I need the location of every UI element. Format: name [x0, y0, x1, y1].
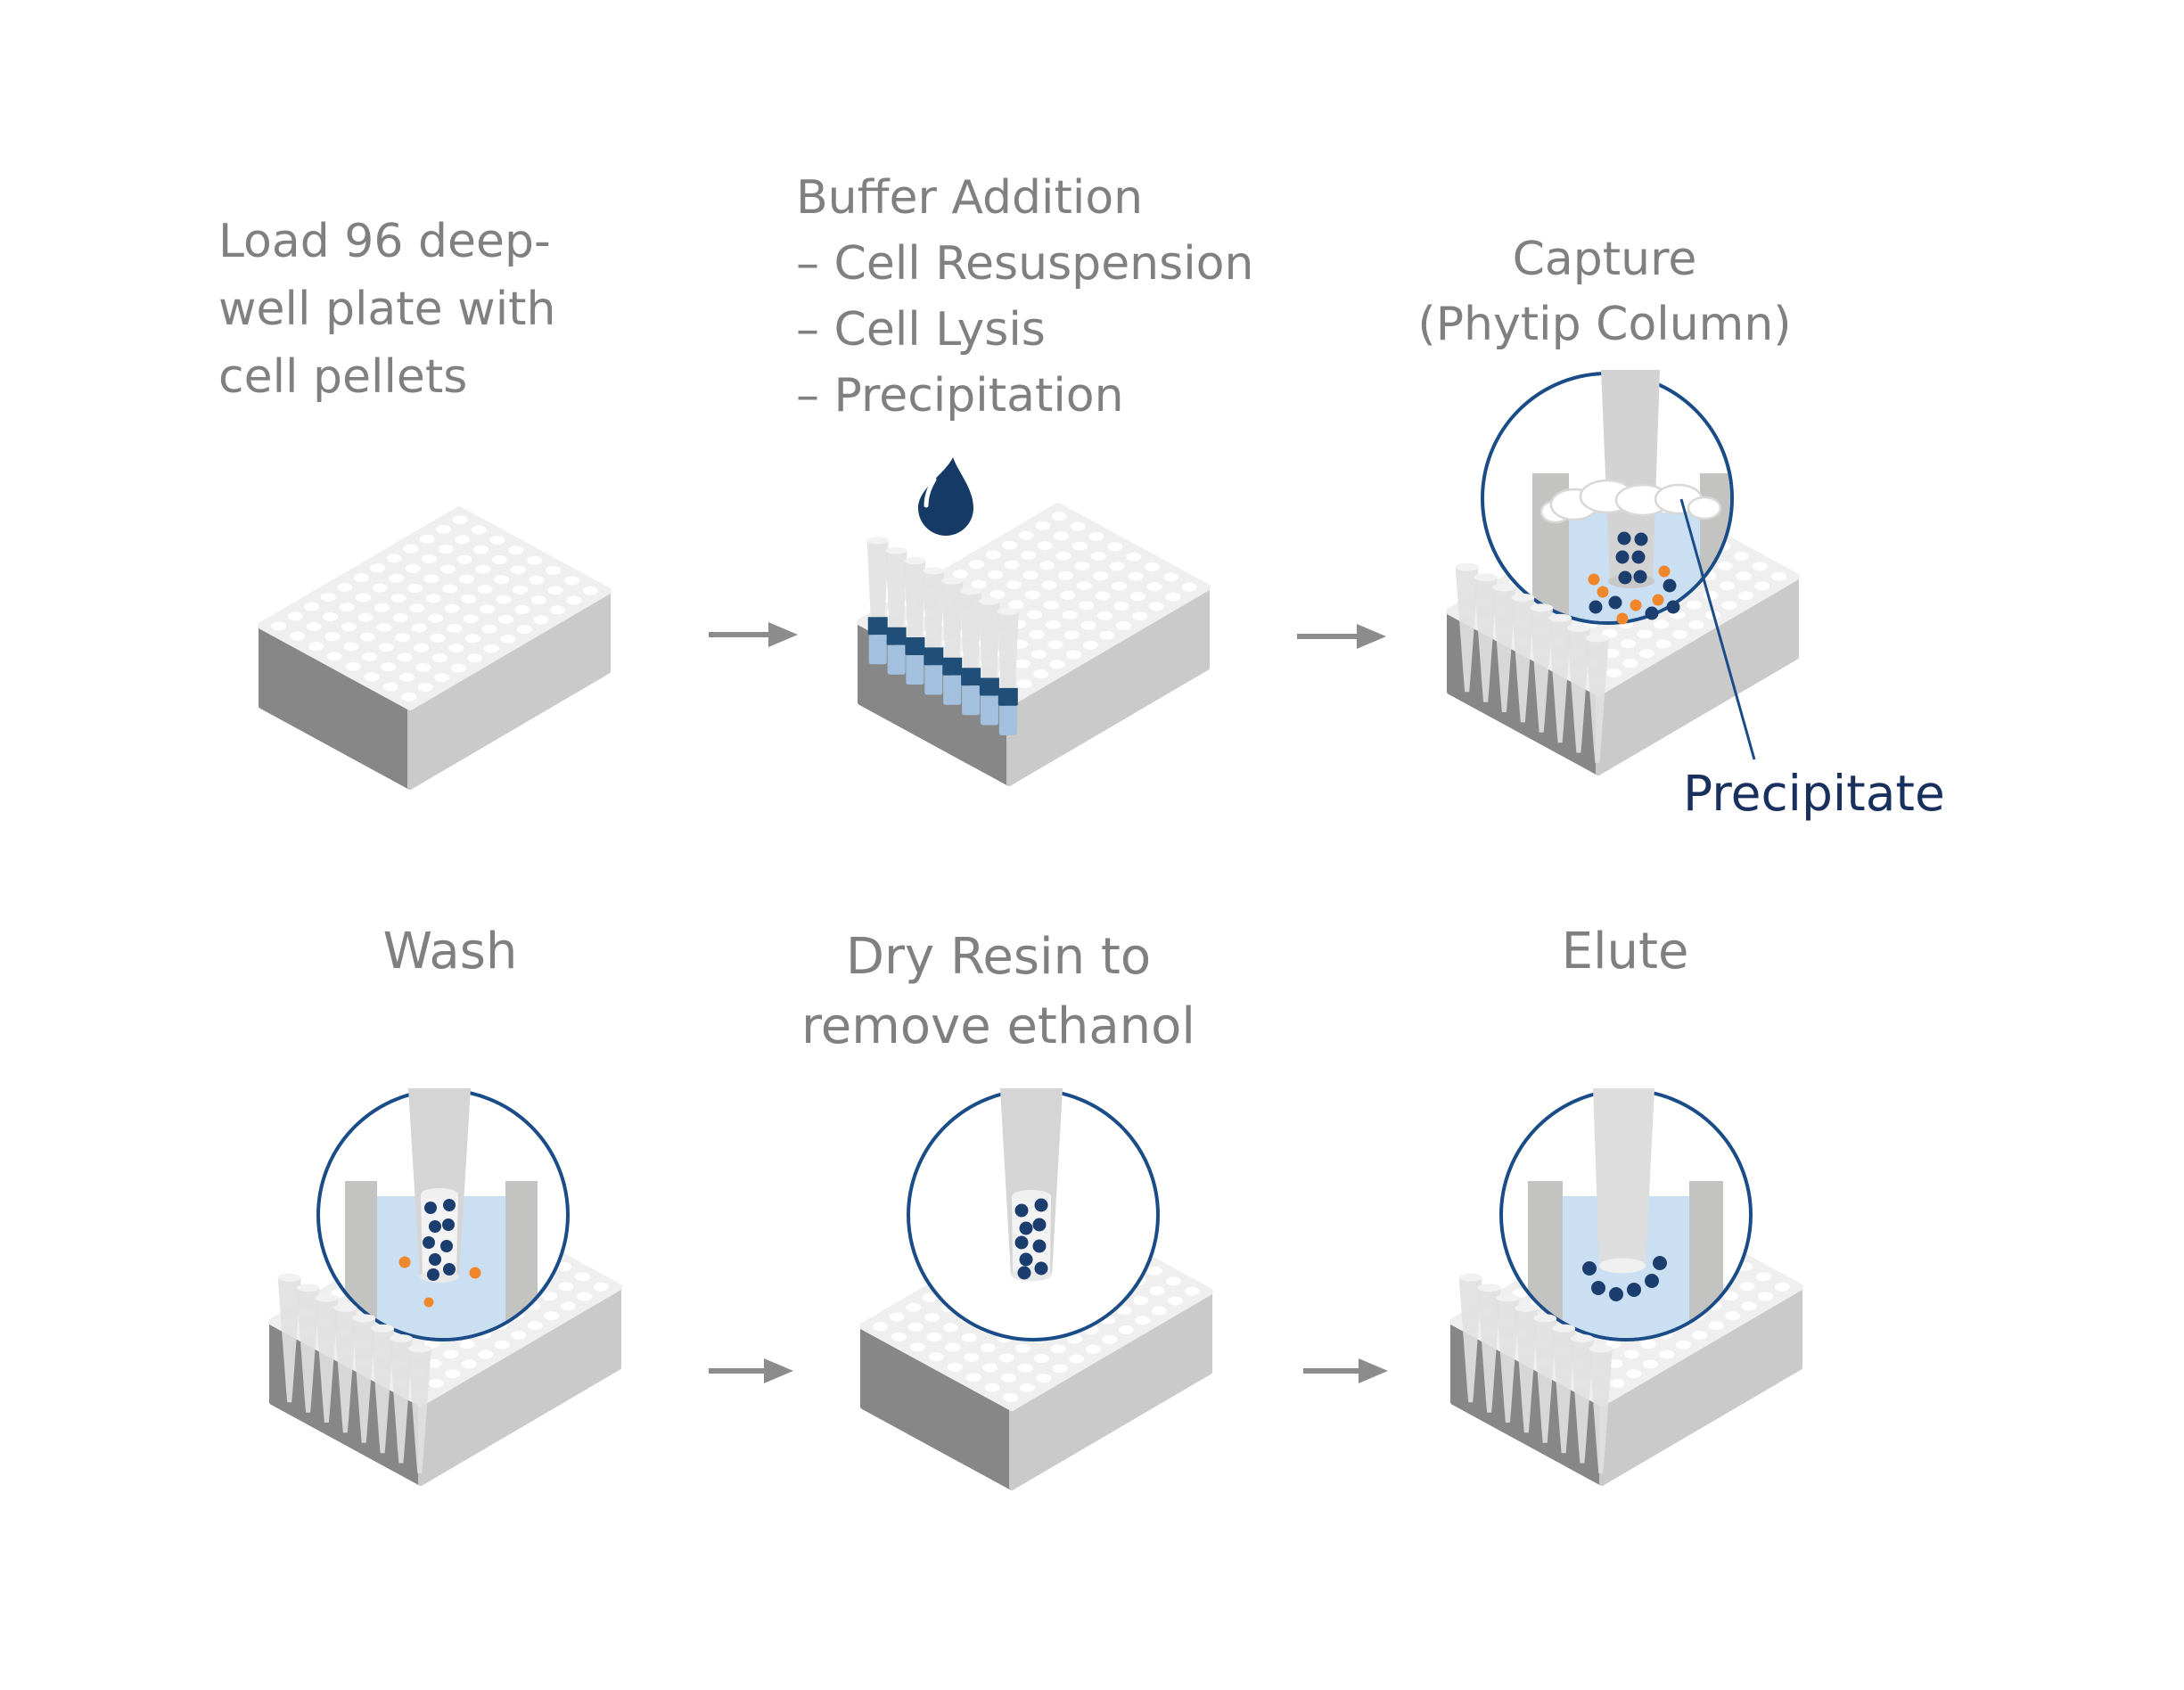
- step-label-elute: Elute: [1561, 923, 1689, 980]
- resin-beads-navy: [1014, 1198, 1048, 1280]
- precipitate-annotation: Precipitate: [1683, 765, 1945, 822]
- step-label-load: Load 96 deep- well plate with cell pelle…: [218, 215, 556, 404]
- impurity-beads-orange: [398, 1256, 481, 1308]
- eluted-beads-navy: [1582, 1256, 1667, 1301]
- zoom-circle: [1481, 370, 1734, 625]
- step-label-dry-resin: Dry Resin to remove ethanol: [801, 928, 1195, 1055]
- pipette-tip: [1601, 370, 1660, 581]
- arrow-right-icon: [709, 1358, 793, 1383]
- zoom-circle: [1499, 1088, 1753, 1341]
- precipitate-beads-orange: [1588, 565, 1671, 625]
- buffer-addition-illustration: [860, 457, 1207, 783]
- pipette-tip: [1593, 1088, 1654, 1266]
- step-label-buffer-addition: Buffer Addition – Cell Resuspension – Ce…: [796, 171, 1254, 422]
- well-plate: [261, 510, 608, 787]
- load-plate-illustration: [261, 510, 608, 787]
- step-label-wash: Wash: [382, 923, 518, 980]
- arrow-right-icon: [1303, 1358, 1388, 1383]
- dry-resin-illustration: [863, 1088, 1210, 1488]
- elute-illustration: [1453, 1088, 1800, 1483]
- arrow-right-icon: [709, 622, 798, 647]
- wash-illustration: [272, 1088, 619, 1483]
- foam-precipitate: [1539, 479, 1722, 524]
- droplet-icon: [918, 457, 973, 536]
- arrow-right-icon: [1297, 624, 1386, 649]
- zoom-circle: [907, 1088, 1160, 1341]
- zoom-circle: [316, 1088, 570, 1341]
- resin-beads-navy: [1589, 531, 1680, 620]
- step-label-capture: Capture (Phytip Column): [1417, 233, 1792, 351]
- precipitate-pointer-line: [1679, 498, 1756, 760]
- resin-beads-navy: [423, 1199, 456, 1281]
- capture-illustration: [1449, 370, 1796, 773]
